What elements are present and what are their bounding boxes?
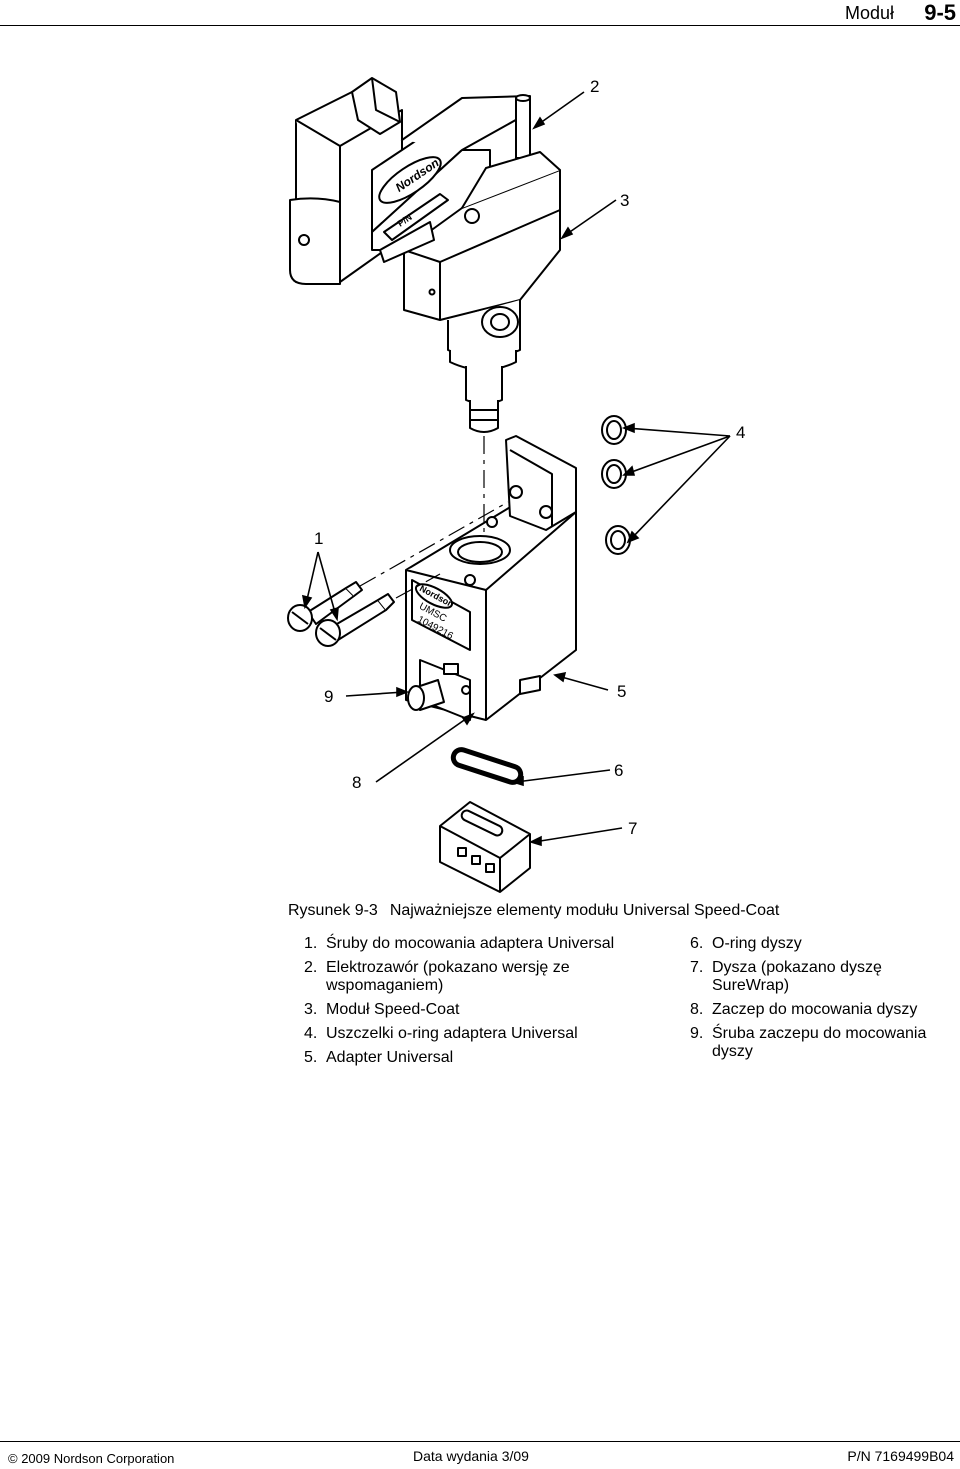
adapter-o-rings: [601, 415, 631, 555]
callout-8: 8: [352, 773, 361, 792]
leader-3: [560, 199, 617, 240]
legend-item: 3.Moduł Speed-Coat: [304, 1001, 460, 1018]
leader-1: [301, 551, 339, 622]
callout-6: 6: [614, 761, 623, 780]
legend-item: 9.Śruba zaczepu do mocowania dyszy: [690, 1025, 927, 1060]
header-section-title: Moduł: [844, 3, 894, 23]
callout-7: 7: [628, 819, 637, 838]
legend-item: 5.Adapter Universal: [304, 1049, 454, 1066]
surewrap-nozzle: [439, 801, 531, 893]
legend-item: 1.Śruby do mocowania adaptera Universal: [304, 935, 615, 952]
solenoid-valve: [289, 77, 531, 285]
footer-copyright: © 2009 Nordson Corporation: [8, 1451, 175, 1466]
centerline-screw-lower: [395, 573, 441, 599]
leader-6: [510, 769, 611, 787]
leader-8: [375, 712, 475, 783]
callout-9: 9: [324, 687, 333, 706]
callout-2: 2: [590, 77, 599, 96]
figure-title: Najważniejsze elementy modułu Universal …: [389, 902, 780, 919]
legend-item: 2.Elektrozawór (pokazano wersję ze wspom…: [304, 959, 570, 994]
callout-4: 4: [736, 423, 745, 442]
footer-issue-date: Data wydania 3/09: [413, 1448, 529, 1464]
nozzle-o-ring: [450, 747, 524, 785]
adapter-mounting-screws: [287, 581, 395, 647]
exploded-view-figure: Nordson P/N Nordson UMSC 1049216 1 2 3 4: [287, 77, 745, 893]
callout-3: 3: [620, 191, 629, 210]
legend-item: 8.Zaczep do mocowania dyszy: [690, 1001, 918, 1018]
universal-adapter: [405, 435, 577, 721]
leader-9: [345, 686, 410, 698]
legend-item: 7.Dysza (pokazano dyszę SureWrap): [690, 959, 882, 994]
header-page-number: 9-5: [924, 0, 956, 25]
footer-part-number: P/N 7169499B04: [847, 1448, 954, 1464]
legend-item: 4.Uszczelki o-ring adaptera Universal: [304, 1025, 578, 1042]
header-rule: [0, 25, 960, 26]
centerline-screw-upper: [359, 501, 509, 587]
page-header: Moduł 9-5: [0, 0, 960, 26]
clamp-screw: [407, 679, 445, 711]
footer-rule: [0, 1441, 960, 1442]
legend-right-column: 6.O-ring dyszy 7.Dysza (pokazano dyszę S…: [690, 935, 960, 1067]
leader-5: [553, 671, 609, 691]
figure-number: Rysunek 9-3: [288, 902, 378, 919]
speed-coat-module: [379, 151, 561, 433]
leader-4: [621, 422, 731, 544]
legend-left-column: 1.Śruby do mocowania adaptera Universal …: [304, 935, 664, 1073]
leader-7: [528, 827, 623, 847]
leader-2: [532, 91, 585, 130]
legend-item: 6.O-ring dyszy: [690, 935, 802, 952]
figure-caption: Rysunek 9-3 Najważniejsze elementy modułu…: [288, 902, 779, 920]
callout-1: 1: [314, 529, 323, 548]
callout-5: 5: [617, 682, 626, 701]
